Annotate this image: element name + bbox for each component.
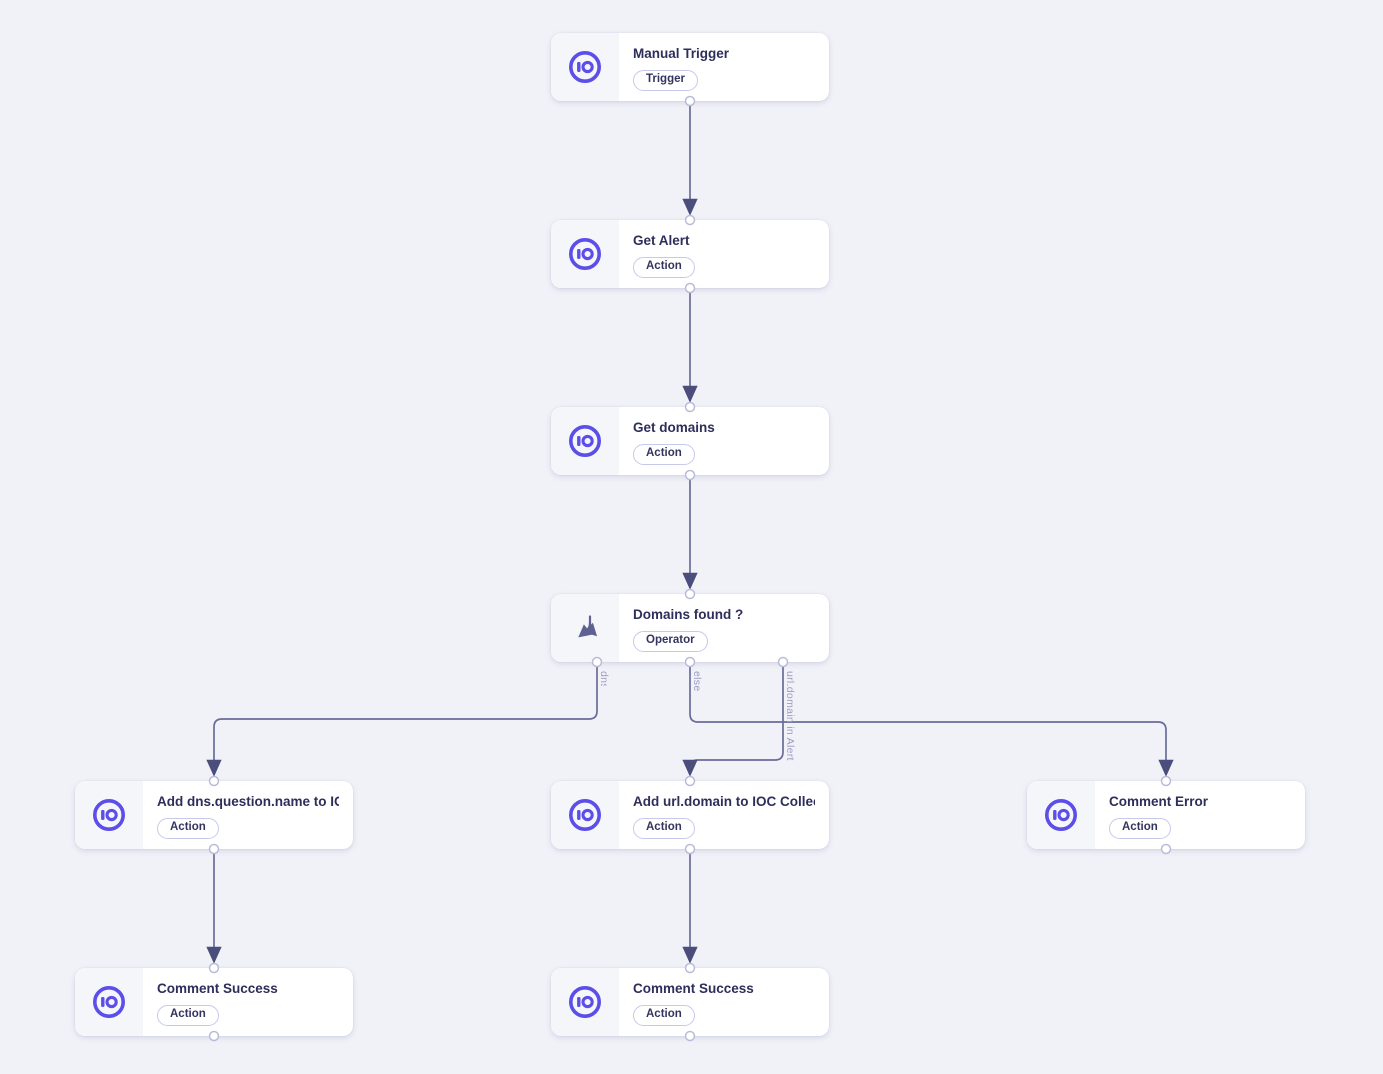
sekoia-io-logo-icon [551,33,619,101]
node-type-badge: Action [633,818,695,839]
node-add-dns-to-ioc[interactable]: Add dns.question.name to IOC ... Action [75,781,353,849]
node-type-badge: Action [633,444,695,465]
node-type-badge: Trigger [633,70,698,91]
node-type-badge: Action [633,1005,695,1026]
node-get-alert[interactable]: Get Alert Action [551,220,829,288]
sekoia-io-logo-icon [551,220,619,288]
node-title: Add url.domain to IOC Collection [633,794,815,809]
sekoia-io-logo-icon [75,968,143,1036]
sekoia-io-logo-icon [1027,781,1095,849]
sekoia-io-logo-icon [75,781,143,849]
node-title: Get Alert [633,233,690,248]
edge-domains-found-to-add-dns[interactable] [206,666,598,777]
branch-split-icon [551,594,619,662]
node-get-domains[interactable]: Get domains Action [551,407,829,475]
node-title: Add dns.question.name to IOC ... [157,794,339,809]
sekoia-io-logo-icon [551,407,619,475]
edge-domains-found-to-comment-error[interactable] [689,666,1174,777]
node-type-badge: Action [633,257,695,278]
node-add-url-to-ioc[interactable]: Add url.domain to IOC Collection Action [551,781,829,849]
node-domains-found[interactable]: Domains found ? Operator [551,594,829,662]
node-comment-success-left[interactable]: Comment Success Action [75,968,353,1036]
node-type-badge: Operator [633,631,708,652]
node-title: Comment Error [1109,794,1209,809]
node-type-badge: Action [1109,818,1171,839]
edge-domains-found-to-add-url[interactable] [682,666,784,777]
node-title: Get domains [633,420,715,435]
node-type-badge: Action [157,818,219,839]
sekoia-io-logo-icon [551,781,619,849]
node-title: Manual Trigger [633,46,730,61]
node-title: Comment Success [633,981,754,996]
node-comment-success-center[interactable]: Comment Success Action [551,968,829,1036]
node-comment-error[interactable]: Comment Error Action [1027,781,1305,849]
node-type-badge: Action [157,1005,219,1026]
node-title: Domains found ? [633,607,744,622]
edge-label-url-condition: url.domain in Alert [784,671,796,761]
node-title: Comment Success [157,981,278,996]
sekoia-io-logo-icon [551,968,619,1036]
edge-label-else: else [691,671,703,691]
node-manual-trigger[interactable]: Manual Trigger Trigger [551,33,829,101]
